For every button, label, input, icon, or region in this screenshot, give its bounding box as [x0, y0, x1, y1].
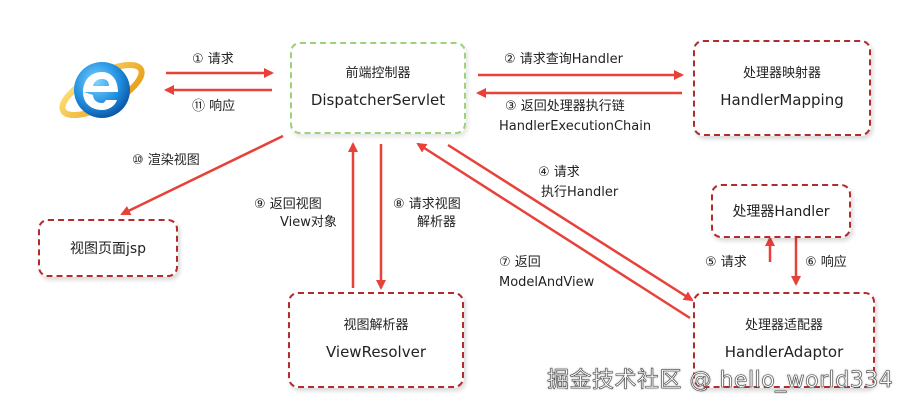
arrow-10-render-view: [120, 134, 284, 216]
label-step-8-line2: 解析器: [417, 215, 457, 230]
dispatcher-title: 前端控制器: [345, 66, 411, 81]
label-step-3-line1: ③ 返回处理器执行链: [505, 99, 625, 114]
dispatcher-servlet-node: 前端控制器 DispatcherServlet: [290, 42, 466, 134]
label-step-4-line1: ④ 请求: [538, 165, 580, 180]
view-resolver-subtitle: ViewResolver: [325, 343, 426, 361]
view-resolver-title: 视图解析器: [343, 318, 409, 333]
handler-mapping-title: 处理器映射器: [742, 66, 821, 81]
handler-title: 处理器Handler: [732, 204, 830, 220]
label-step-11: ⑪ 响应: [192, 99, 236, 114]
view-resolver-node: 视图解析器 ViewResolver: [288, 292, 464, 388]
watermark: 掘金技术社区 @ hello_world334: [547, 368, 894, 394]
handler-node: 处理器Handler: [711, 184, 851, 238]
arrow-7-return-modelandview: [416, 142, 691, 320]
arrow-4-execute-handler: [447, 143, 694, 302]
handler-adaptor-node: 处理器适配器 HandlerAdaptor: [693, 292, 875, 388]
label-step-9-line2: View对象: [280, 215, 337, 230]
handler-adaptor-subtitle: HandlerAdaptor: [724, 343, 844, 361]
label-step-1: ① 请求: [192, 52, 234, 67]
label-step-2: ② 请求查询Handler: [504, 52, 623, 67]
view-page-node: 视图页面jsp: [38, 219, 178, 277]
label-step-7-line1: ⑦ 返回: [499, 255, 541, 270]
label-step-6: ⑥ 响应: [805, 255, 847, 270]
internet-explorer-icon: [56, 48, 150, 132]
handler-mapping-node: 处理器映射器 HandlerMapping: [693, 40, 871, 136]
label-step-4-line2: 执行Handler: [541, 185, 619, 200]
handler-mapping-subtitle: HandlerMapping: [720, 91, 844, 109]
label-step-9-line1: ⑨ 返回视图: [254, 197, 322, 212]
label-step-10: ⑩ 渲染视图: [132, 153, 200, 168]
view-page-title: 视图页面jsp: [69, 241, 147, 257]
label-step-3-line2: HandlerExecutionChain: [499, 119, 652, 134]
label-step-8-line1: ⑧ 请求视图: [393, 197, 461, 212]
label-step-5: ⑤ 请求: [705, 255, 747, 270]
label-step-7-line2: ModelAndView: [499, 275, 595, 290]
handler-adaptor-title: 处理器适配器: [744, 318, 823, 333]
dispatcher-subtitle: DispatcherServlet: [310, 91, 446, 109]
